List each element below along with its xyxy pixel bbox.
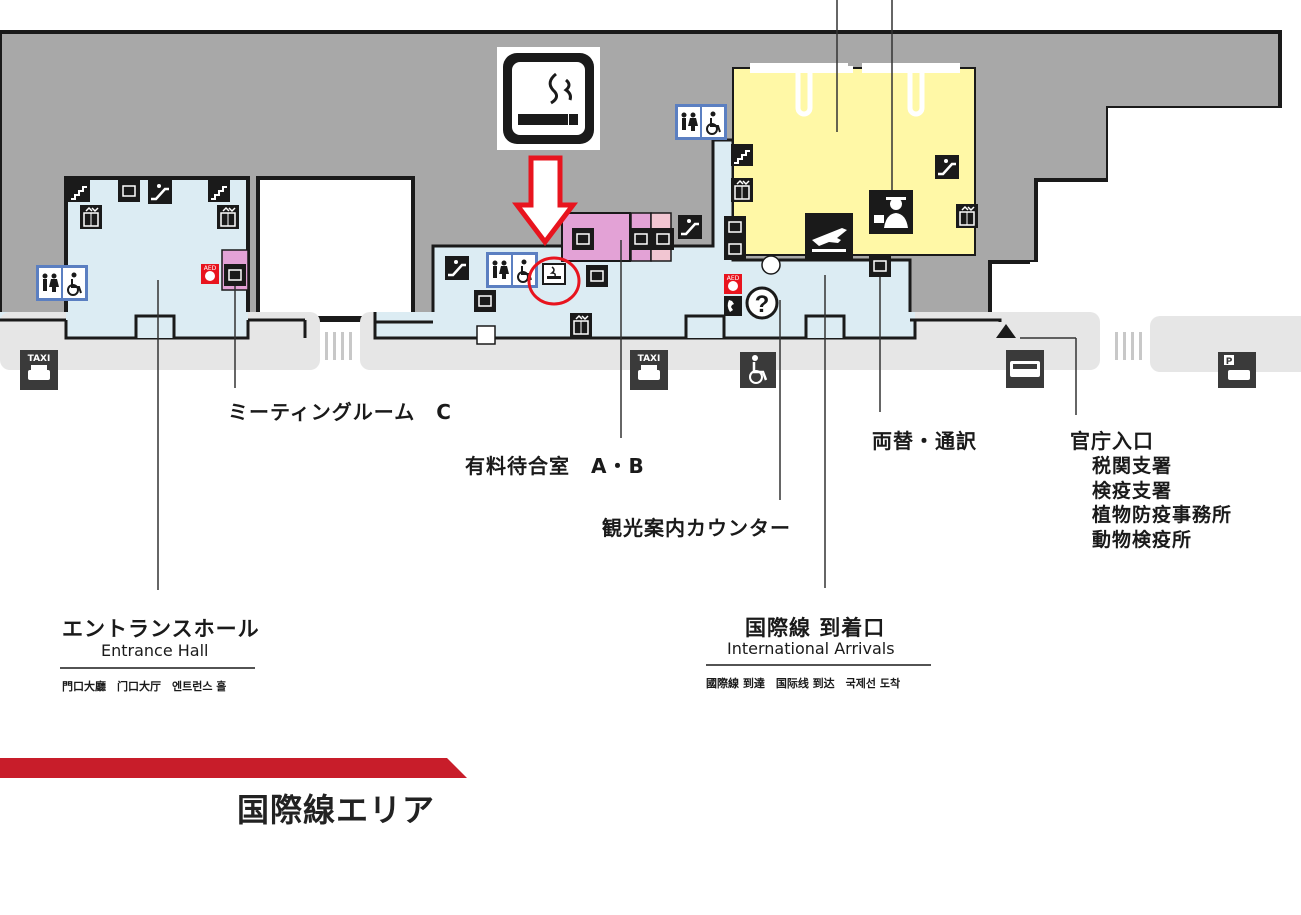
lounge-icon — [629, 227, 653, 251]
smoking-icon — [542, 263, 566, 285]
escalator-icon — [443, 254, 471, 282]
entrance-hall-title: エントランスホール — [62, 617, 260, 641]
gov-office-item: 税関支署 — [1092, 455, 1173, 477]
elevator-icon — [730, 177, 754, 203]
waiting-icon — [473, 289, 497, 313]
gov-entrance-label: 官庁入口 — [1070, 429, 1154, 453]
smoking-sign-callout — [497, 47, 600, 150]
elevator-icon — [569, 312, 593, 338]
smoking-area-highlight — [527, 256, 581, 306]
airplane-arrival-icon — [805, 213, 853, 259]
vending-icon — [476, 325, 496, 345]
stairs-icon — [207, 179, 231, 203]
gov-office-item: 検疫支署 — [1092, 480, 1173, 502]
aed-label: AED — [727, 275, 740, 282]
meeting-room-label: ミーティングルーム C — [228, 400, 452, 424]
elevator-icon — [79, 204, 103, 230]
lounge-icon — [571, 227, 595, 251]
restroom-icon — [674, 103, 728, 141]
atm-icon — [723, 237, 747, 261]
locker-icon — [117, 179, 141, 203]
entrance-hall-english: Entrance Hall — [101, 641, 209, 660]
shop-icon — [585, 264, 609, 288]
red-arrow — [511, 155, 579, 247]
bus-icon — [1006, 350, 1044, 388]
taxi-icon — [20, 350, 668, 390]
lounge-icon — [651, 227, 675, 251]
parking-label: P — [1226, 357, 1233, 367]
taxi-label: TAXI — [638, 354, 661, 364]
elevator-icon — [955, 203, 979, 229]
phone-icon — [724, 296, 742, 316]
parking-icon — [1218, 352, 1256, 388]
intl-arrivals-multilingual: 國際線 到達 国际线 到达 국제선 도착 — [706, 677, 901, 690]
intl-arrivals-english: International Arrivals — [727, 639, 895, 658]
entrance-hall-multilingual: 門口大廳 门口大厅 엔트런스 홀 — [62, 680, 227, 693]
intl-arrivals-title: 国際線 到着口 — [745, 616, 886, 640]
aed-label: AED — [204, 265, 217, 272]
question-mark-icon: ? — [745, 286, 779, 320]
taxi-label: TAXI — [28, 354, 51, 364]
gov-office-item: 植物防疫事務所 — [1092, 504, 1233, 526]
escalator-icon — [146, 178, 174, 206]
exchange-icon — [868, 254, 892, 278]
gov-office-item: 動物検疫所 — [1092, 529, 1193, 551]
wheelchair-icon — [740, 352, 776, 388]
charging-icon — [723, 215, 747, 239]
meeting-room-icon — [223, 263, 247, 287]
stairs-icon — [730, 143, 754, 167]
tourist-info-label: 観光案内カウンター — [602, 516, 791, 540]
svg-text:?: ? — [755, 291, 770, 318]
restroom-icon — [35, 264, 89, 302]
stairs-icon — [67, 179, 91, 203]
gov-entrance-marker — [996, 324, 1016, 338]
elevator-icon — [216, 204, 240, 230]
customs-officer-icon — [869, 190, 913, 234]
aed-icon — [201, 264, 742, 294]
exchange-label: 両替・通訳 — [872, 429, 977, 453]
area-title: 国際線エリア — [237, 791, 436, 829]
guide-icon — [761, 255, 781, 275]
area-banner — [0, 758, 467, 778]
escalator-icon — [676, 213, 704, 241]
escalator-icon — [933, 153, 961, 181]
paid-lounge-label: 有料待合室 A・B — [465, 454, 645, 478]
